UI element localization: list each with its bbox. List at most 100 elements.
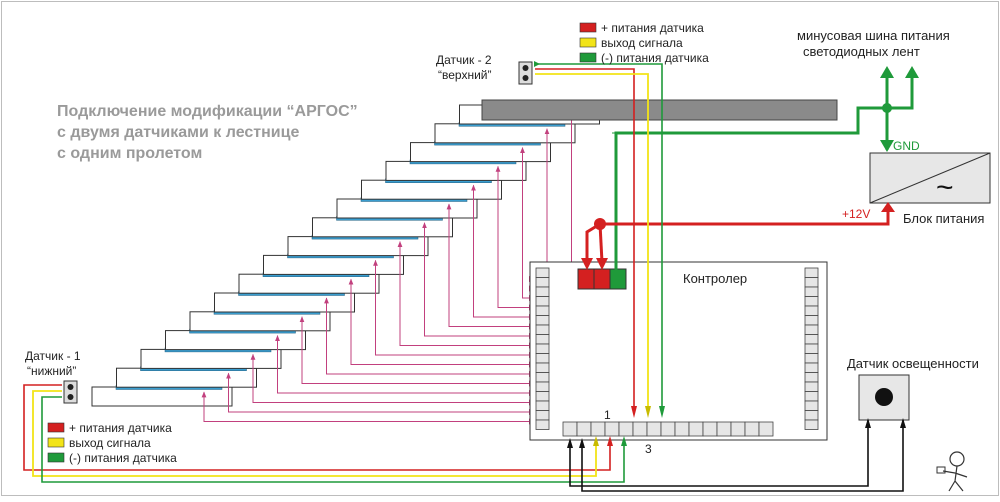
controller-terminal — [604, 421, 620, 437]
stair-step — [165, 330, 306, 351]
step-signal-wire — [226, 372, 534, 413]
legend-label: + питания датчика — [69, 421, 172, 435]
controller-terminal — [758, 421, 774, 437]
bus-arrow-down — [880, 140, 894, 152]
controller-bottom-terminals — [562, 421, 774, 437]
step-signal-wire — [373, 259, 534, 356]
step-signal-wire — [275, 335, 534, 394]
controller-terminal — [535, 267, 550, 278]
stair-step — [238, 273, 380, 294]
sensor-bottom-quote: “нижний” — [27, 364, 76, 378]
light-sensor: Датчик освещенности — [567, 356, 979, 492]
step-signal-wire — [495, 165, 534, 308]
sensor-bottom-name: Датчик - 1 — [25, 349, 81, 363]
controller-terminal — [535, 391, 550, 402]
controller-terminal — [535, 296, 550, 307]
sensor-top-name: Датчик - 2 — [436, 53, 492, 67]
step-signal-wire — [324, 297, 534, 375]
step-signal-wire — [422, 222, 534, 337]
legend-swatch — [579, 52, 597, 63]
controller-terminal — [804, 381, 819, 392]
legend-swatch — [579, 37, 597, 48]
light-sensor-lens — [875, 388, 893, 406]
controller-terminal — [804, 324, 819, 335]
controller-terminal — [535, 343, 550, 354]
stair-step — [385, 160, 527, 181]
controller-terminal — [535, 410, 550, 421]
controller-terminal — [804, 372, 819, 383]
sensor-bottom-wire-green — [41, 396, 625, 483]
controller-terminal — [688, 421, 704, 437]
legend-label: выход сигнала — [69, 436, 151, 450]
controller-terminal — [674, 421, 690, 437]
controller-terminal — [535, 277, 550, 288]
controller-left-terminals — [535, 267, 550, 430]
controller-terminal — [535, 334, 550, 345]
controller-terminal — [535, 381, 550, 392]
gnd-label: GND — [893, 139, 920, 153]
power-supply: ~ Блок питания GND +12V — [842, 139, 991, 226]
stair-step — [434, 123, 576, 144]
controller-label: Контролер — [683, 271, 747, 286]
legend-swatch — [47, 452, 65, 463]
power-supply-label: Блок питания — [903, 211, 984, 226]
legend-label: + питания датчика — [601, 21, 704, 35]
stair-step — [361, 179, 502, 200]
legend-label: (-) питания датчика — [69, 451, 177, 465]
bus-label-line1: минусовая шина питания — [797, 28, 950, 43]
mascot-figure — [936, 451, 968, 492]
legend-swatch — [47, 422, 65, 433]
title-line-1: Подключение модификации “АРГОС” — [57, 103, 358, 120]
step-signal-wire — [250, 353, 534, 403]
legend-swatch — [47, 437, 65, 448]
stair-step — [336, 198, 478, 219]
bus-green-tree — [614, 75, 914, 270]
controller-terminal — [804, 286, 819, 297]
controller-terminal — [804, 296, 819, 307]
stair-step — [263, 254, 404, 275]
sensor-top-quote: “верхний” — [438, 68, 491, 82]
controller-terminal — [804, 315, 819, 326]
controller-terminal — [804, 400, 819, 411]
sensor-top-body — [518, 61, 533, 85]
power-terminal-plus-2 — [593, 268, 611, 290]
legend-swatch — [579, 22, 597, 33]
legend-label: (-) питания датчика — [601, 51, 709, 65]
step-signal-wire — [299, 316, 534, 384]
controller-terminal — [590, 421, 606, 437]
light-sensor-wire-1 — [569, 420, 869, 487]
controller-terminal — [804, 410, 819, 421]
stair-step — [91, 386, 233, 407]
power-terminal-minus — [609, 268, 627, 290]
upper-landing-bar — [481, 99, 838, 121]
controller-terminal — [804, 334, 819, 345]
stair-step — [312, 217, 453, 238]
controller-terminal — [535, 362, 550, 373]
controller-terminal — [535, 324, 550, 335]
sensor-bottom-wire-red — [23, 384, 611, 471]
controller-terminal — [804, 353, 819, 364]
power-terminal-plus-1 — [577, 268, 595, 290]
legend-label: выход сигнала — [601, 36, 683, 50]
stair-step — [189, 311, 331, 332]
title-line-3: с одним пролетом — [57, 145, 202, 162]
stair-step — [214, 292, 355, 313]
sensor-top-wire-yellow — [535, 73, 649, 412]
controller-terminal — [716, 421, 732, 437]
sensor-top-wire-red — [535, 68, 635, 412]
controller-pin-3-label: 3 — [645, 442, 652, 456]
plus12v-wiring — [581, 132, 895, 270]
controller-terminal — [535, 372, 550, 383]
controller-terminal — [535, 419, 550, 430]
stair-step — [287, 236, 429, 257]
sensor-top: Датчик - 2 “верхний” — [436, 53, 665, 418]
controller-terminal — [804, 419, 819, 430]
stair-step — [410, 142, 551, 163]
controller-terminal — [535, 286, 550, 297]
controller-terminal — [646, 421, 662, 437]
controller-terminal — [804, 362, 819, 373]
